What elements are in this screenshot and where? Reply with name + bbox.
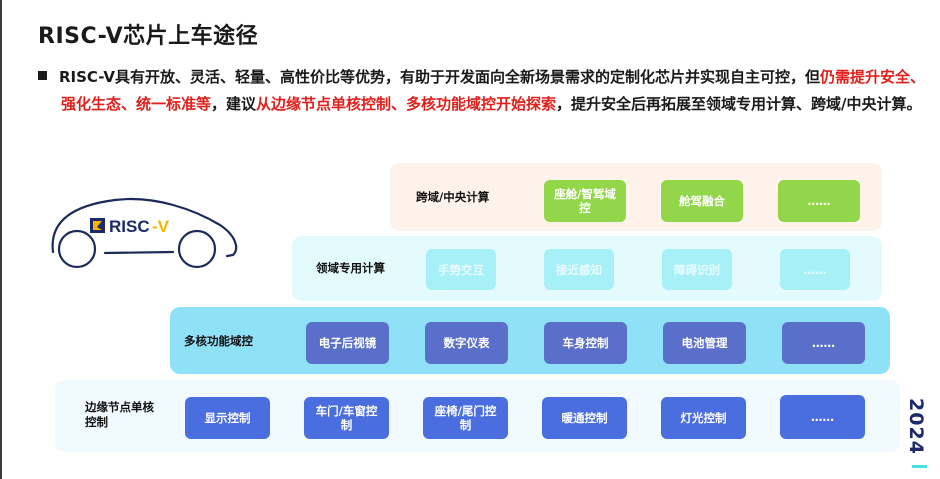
tile-more: …… [780, 249, 850, 290]
layer-label: 边缘节点单核控制 [85, 400, 154, 429]
layer-edge-node-single-core: 边缘节点单核控制 显示控制 车门/车窗控制 座椅/尾门控制 暖通控制 灯光控制 … [55, 380, 900, 452]
risc-v-logo-icon [90, 218, 105, 233]
tile-obstacle-recognition: 障碍识别 [662, 249, 732, 290]
tile-gesture-interaction: 手势交互 [426, 249, 496, 290]
year-accent-bar [912, 465, 927, 468]
slide-left-border [0, 0, 2, 479]
layer-cross-domain: 跨域/中央计算 座舱/智驾域控 舱驾融合 …… [390, 163, 882, 231]
tile-digital-cluster: 数字仪表 [425, 322, 508, 364]
tile-seat-tailgate-control: 座椅/尾门控制 [423, 397, 508, 439]
tile-more: …… [780, 395, 865, 439]
car-outline-icon: RISC -V [51, 198, 238, 269]
year-label: 2024 [905, 398, 927, 455]
tile-more: …… [778, 180, 860, 222]
tile-door-window-control: 车门/车窗控制 [304, 397, 389, 439]
tile-cockpit-adas-domain: 座舱/智驾域控 [544, 180, 626, 222]
layer-label: 领域专用计算 [316, 261, 385, 275]
tile-lighting-control: 灯光控制 [661, 397, 746, 439]
tile-cockpit-driving-fusion: 舱驾融合 [661, 180, 743, 222]
layer-label: 多核功能域控 [184, 334, 253, 348]
bullet-text-2: ，建议 [211, 95, 257, 113]
svg-text:RISC: RISC [109, 217, 150, 236]
bullet-highlight-1: 仍需提升安全、强化生态、统一标准等 [61, 68, 926, 113]
tile-hvac-control: 暖通控制 [542, 397, 627, 439]
bullet-text-3: ，提升安全后再拓展至领域专用计算、跨域/中央计算。 [556, 95, 922, 113]
tile-proximity-sensing: 接近感知 [544, 249, 614, 290]
tile-more: …… [782, 322, 865, 364]
svg-text:-V: -V [152, 217, 170, 236]
tile-electronic-mirror: 电子后视镜 [306, 322, 389, 364]
bullet-highlight-2: 从边缘节点单核控制、多核功能域控开始探索 [256, 95, 557, 113]
layer-multicore-domain-control: 多核功能域控 电子后视镜 数字仪表 车身控制 电池管理 …… [170, 307, 890, 374]
tile-display-control: 显示控制 [185, 397, 270, 439]
tile-battery-management: 电池管理 [663, 322, 746, 364]
bullet-square-icon [38, 71, 47, 80]
layer-label: 跨域/中央计算 [416, 190, 490, 204]
layer-domain-specific: 领域专用计算 手势交互 接近感知 障碍识别 …… [292, 236, 882, 301]
tile-body-control: 车身控制 [544, 322, 627, 364]
bullet-text-1: RISC-V具有开放、灵活、轻量、高性价比等优势，有助于开发面向全新场景需求的定… [59, 68, 821, 86]
page-title: RISC-V芯片上车途径 [38, 24, 259, 49]
bullet-paragraph: RISC-V具有开放、灵活、轻量、高性价比等优势，有助于开发面向全新场景需求的定… [38, 64, 931, 118]
